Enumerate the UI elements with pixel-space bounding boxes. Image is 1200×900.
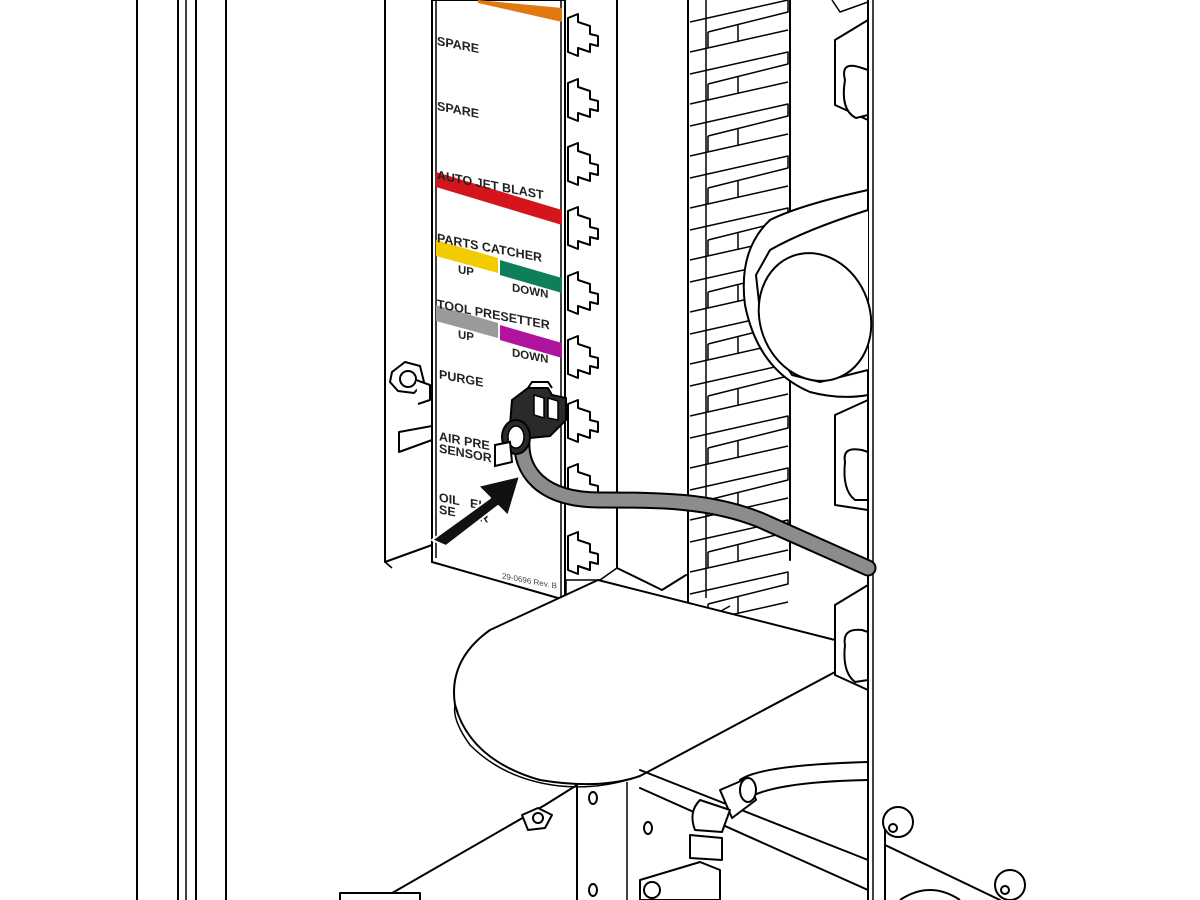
sensor-cable <box>513 431 877 577</box>
right-side-hardware <box>742 0 874 900</box>
manifold-fin-4 <box>689 155 789 209</box>
connector-port-7 <box>567 399 599 443</box>
bottom-hardware <box>339 761 1026 900</box>
connector-port-6 <box>567 335 599 379</box>
manifold-fin-2 <box>689 51 789 105</box>
hex-bolt-icon <box>389 361 431 405</box>
label-tool-presetter-up: UP <box>458 328 474 344</box>
label-panel: SPARE SPARE AUTO JET BLAST PARTS CATCHER… <box>431 0 566 601</box>
tray-shelf <box>453 579 836 788</box>
left-frame-rails <box>136 0 227 900</box>
manifold-fin-8 <box>689 363 789 417</box>
label-parts-catcher-up: UP <box>458 263 474 279</box>
orange-stripe <box>478 0 562 22</box>
connector-port-5 <box>567 271 599 315</box>
yellow-stripe <box>436 240 498 273</box>
connector-ports <box>567 13 599 575</box>
insert-direction-arrow-icon <box>431 475 521 547</box>
manifold-fin-9 <box>689 415 789 469</box>
mounting-hole-icon <box>882 806 914 838</box>
manifold-fin-1 <box>689 0 789 53</box>
green-stripe <box>500 260 562 293</box>
pressure-gauge-icon <box>742 189 873 398</box>
magenta-stripe <box>500 325 562 358</box>
manifold-fin-3 <box>689 103 789 157</box>
wire-clip <box>398 425 433 453</box>
manifold-fin-12 <box>689 571 789 625</box>
sensor-connector-plug-icon <box>494 381 567 468</box>
connector-port-1 <box>567 13 599 57</box>
gray-stripe <box>436 305 498 338</box>
connector-port-4 <box>567 206 599 250</box>
connector-port-2 <box>567 78 599 122</box>
connector-port-3 <box>567 142 599 186</box>
panel-side-bracket <box>384 0 433 569</box>
red-stripe <box>436 172 562 225</box>
connector-port-9 <box>567 531 599 575</box>
elbow-fitting-icon <box>639 777 757 900</box>
